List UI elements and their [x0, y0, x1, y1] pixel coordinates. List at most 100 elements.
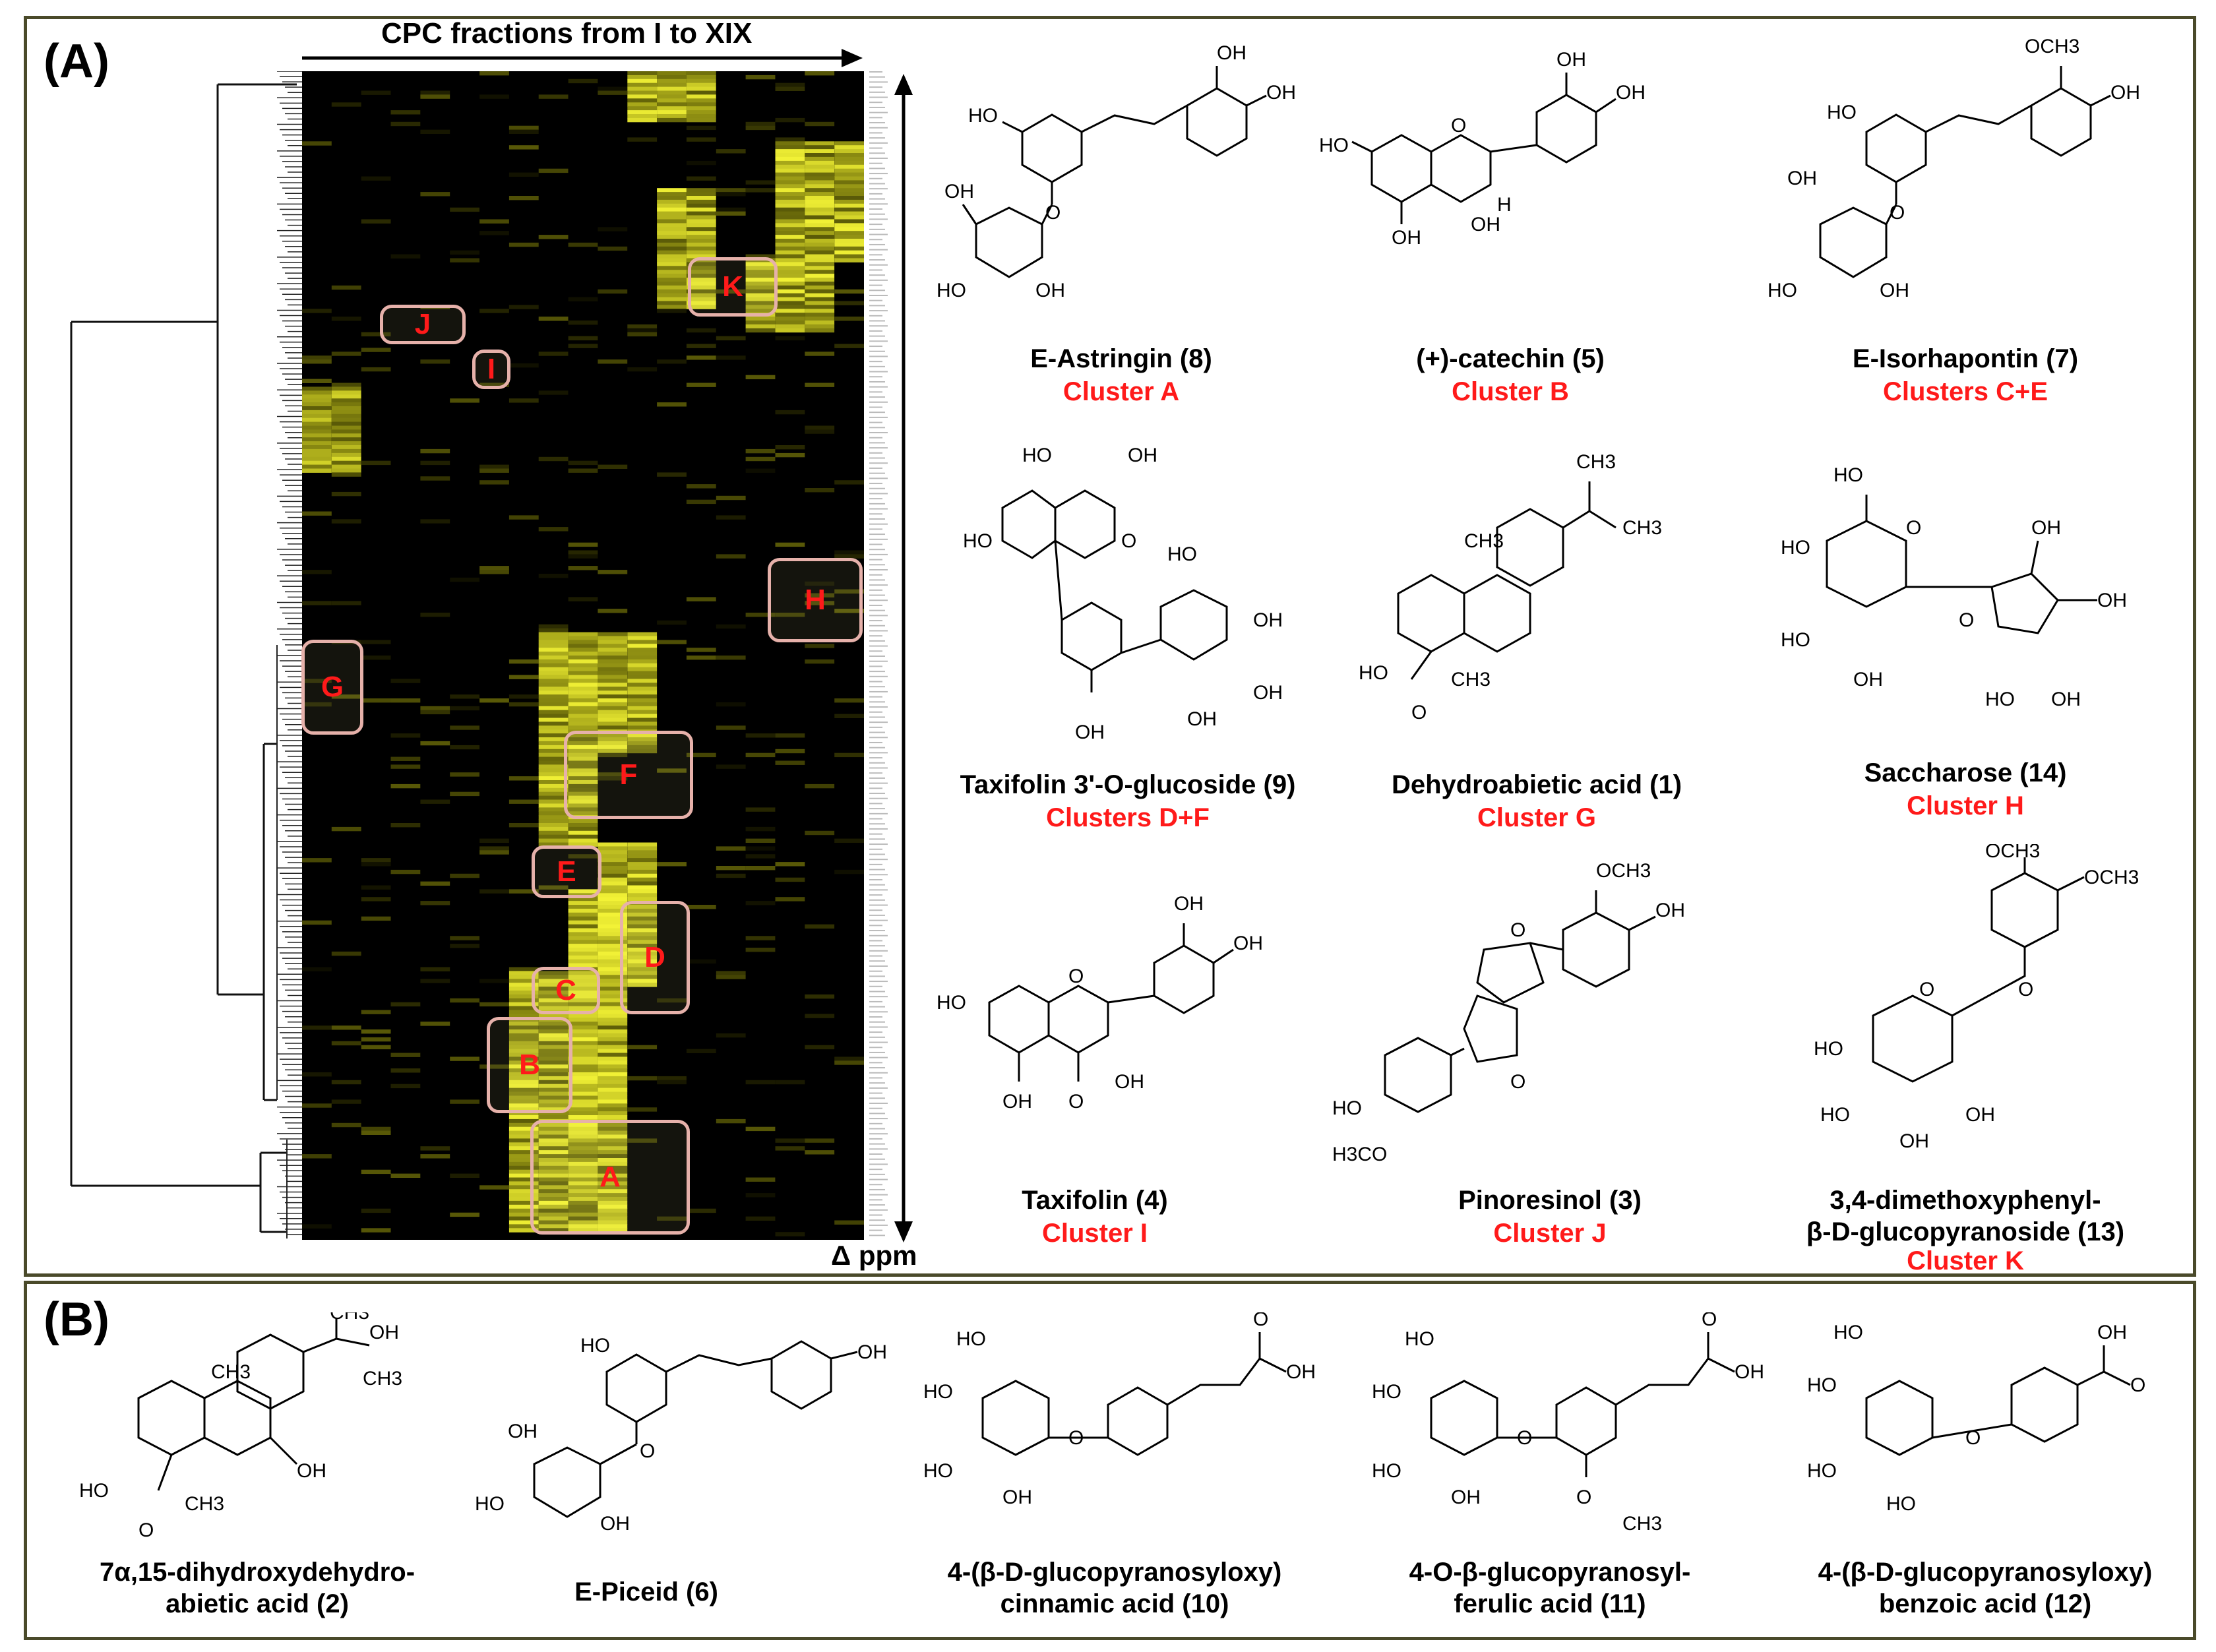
- ppm-arrow: [894, 74, 913, 1242]
- structure-dimethoxyphenyl-glucopyranoside: OCH3 OCH3 O O HO HO OH OH: [1814, 844, 2139, 1152]
- svg-text:OH: OH: [1002, 1486, 1032, 1508]
- compound-name-8: E-Astringin (8): [1030, 344, 1212, 373]
- svg-text:O: O: [1919, 979, 1934, 1000]
- compound-cluster-7: Clusters C+E: [1882, 377, 2048, 406]
- compound-name-1: Dehydroabietic acid (1): [1391, 770, 1682, 799]
- svg-text:O: O: [1890, 202, 1905, 224]
- svg-text:OH: OH: [1616, 82, 1646, 104]
- svg-text:OH: OH: [1115, 1071, 1144, 1093]
- svg-text:CH3: CH3: [330, 1312, 369, 1324]
- compound-cluster-4: Cluster I: [1041, 1219, 1148, 1248]
- svg-text:OH: OH: [1880, 280, 1909, 301]
- compound-name-10-line2: cinnamic acid (10): [1000, 1589, 1229, 1618]
- svg-text:HO: HO: [1022, 444, 1052, 466]
- panel-a-label: (A): [44, 35, 109, 88]
- svg-text:HO: HO: [1319, 135, 1349, 156]
- cluster-box-j[interactable]: J: [380, 305, 466, 344]
- structure-catechin: HO O OH OH H OH OH: [1319, 49, 1646, 249]
- svg-text:OCH3: OCH3: [1596, 860, 1651, 882]
- panel-b-label: (B): [44, 1293, 109, 1346]
- compound-name-5: (+)-catechin (5): [1416, 344, 1605, 373]
- svg-text:OH: OH: [1556, 49, 1586, 71]
- svg-text:OH: OH: [2051, 688, 2081, 710]
- svg-text:HO: HO: [1833, 464, 1863, 486]
- cluster-box-e[interactable]: E: [532, 845, 601, 898]
- svg-text:O: O: [1510, 919, 1525, 941]
- compound-cluster-3: Cluster J: [1493, 1219, 1607, 1248]
- cpc-fractions-label: CPC fractions from I to XIX: [381, 17, 753, 49]
- structure-dehydroabietic-acid: CH3 CH3 CH3 HO CH3 O: [1359, 451, 1662, 723]
- svg-text:OH: OH: [857, 1341, 887, 1363]
- cluster-box-k[interactable]: K: [688, 257, 778, 317]
- svg-text:CH3: CH3: [363, 1368, 402, 1390]
- cluster-box-c[interactable]: C: [532, 967, 600, 1014]
- svg-text:HO: HO: [580, 1335, 610, 1357]
- cluster-box-i[interactable]: I: [472, 350, 510, 389]
- svg-text:OCH3: OCH3: [2084, 867, 2139, 888]
- cluster-box-g[interactable]: G: [301, 640, 363, 735]
- svg-text:HO: HO: [1820, 1104, 1850, 1126]
- structure-e-piceid: HO OH O OH HO OH: [475, 1335, 887, 1535]
- svg-text:O: O: [1576, 1486, 1591, 1508]
- svg-text:HO: HO: [79, 1480, 109, 1502]
- svg-text:O: O: [1510, 1071, 1525, 1093]
- svg-text:CH3: CH3: [1622, 517, 1662, 539]
- compound-name-12: 4-(β-D-glucopyranosyloxy) benzoic acid (…: [1781, 1556, 2190, 1620]
- svg-text:OH: OH: [1174, 893, 1204, 915]
- svg-text:HO: HO: [475, 1493, 505, 1515]
- cluster-box-b[interactable]: B: [487, 1017, 572, 1113]
- structure-taxifolin: HO O OH OH OH OH O: [937, 893, 1263, 1113]
- ppm-tick-labels: [868, 71, 890, 1240]
- compound-cluster-13: Cluster K: [1907, 1246, 2024, 1275]
- svg-text:OH: OH: [600, 1513, 630, 1535]
- svg-text:OH: OH: [1735, 1361, 1764, 1383]
- cluster-box-f[interactable]: F: [564, 731, 693, 819]
- svg-text:OH: OH: [1899, 1130, 1929, 1152]
- svg-text:HO: HO: [1886, 1493, 1916, 1515]
- dendrogram: [70, 71, 303, 1239]
- svg-text:HO: HO: [956, 1328, 986, 1350]
- svg-text:HO: HO: [963, 530, 993, 552]
- svg-text:O: O: [2018, 979, 2033, 1000]
- svg-text:HO: HO: [1768, 280, 1797, 301]
- svg-text:OH: OH: [1002, 1091, 1032, 1113]
- compound-name-14: Saccharose (14): [1864, 758, 2067, 787]
- cluster-box-d[interactable]: D: [620, 901, 690, 1014]
- svg-text:HO: HO: [1833, 1322, 1863, 1343]
- svg-text:HO: HO: [1827, 102, 1857, 123]
- svg-text:O: O: [1068, 965, 1084, 987]
- svg-text:O: O: [1965, 1427, 1981, 1449]
- svg-text:HO: HO: [937, 280, 966, 301]
- structure-taxifolin-glucoside: HO OH HO O HO OH OH OH OH: [963, 444, 1283, 743]
- svg-text:O: O: [1517, 1427, 1532, 1449]
- cpc-arrow: [302, 49, 863, 67]
- svg-text:CH3: CH3: [1451, 669, 1491, 690]
- structure-saccharose: HO HO HO OH O O OH OH HO OH: [1781, 464, 2127, 710]
- svg-text:CH3: CH3: [1464, 530, 1504, 552]
- svg-text:OH: OH: [297, 1460, 326, 1482]
- svg-text:HO: HO: [1167, 543, 1197, 565]
- compound-name-11: 4-O-β-glucopyranosyl- ferulic acid (11): [1352, 1556, 1748, 1620]
- compound-name-10-line1: 4-(β-D-glucopyranosyloxy): [947, 1558, 1282, 1587]
- compound-cluster-8: Cluster A: [1062, 377, 1180, 406]
- svg-text:OCH3: OCH3: [1985, 844, 2040, 862]
- svg-text:OH: OH: [1451, 1486, 1481, 1508]
- svg-text:OH: OH: [1286, 1361, 1316, 1383]
- svg-text:HO: HO: [1359, 662, 1388, 684]
- compound-name-7: E-Isorhapontin (7): [1852, 344, 2079, 373]
- svg-text:OH: OH: [1853, 669, 1883, 690]
- svg-text:HO: HO: [937, 992, 966, 1014]
- svg-text:OH: OH: [944, 181, 974, 202]
- svg-text:H3CO: H3CO: [1332, 1144, 1387, 1165]
- cluster-box-a[interactable]: A: [530, 1120, 690, 1235]
- svg-text:O: O: [1411, 702, 1427, 723]
- compound-cluster-14: Cluster H: [1907, 791, 2024, 820]
- compound-name-12-line1: 4-(β-D-glucopyranosyloxy): [1818, 1558, 2153, 1587]
- svg-text:HO: HO: [968, 105, 998, 127]
- compound-name-2-line2: abietic acid (2): [166, 1589, 349, 1618]
- compound-cluster-5: Cluster B: [1452, 377, 1569, 406]
- structure-7a15-dihydroxydehydroabietic-acid: CH3 OH CH3 CH3 HO CH3 OH O: [79, 1312, 402, 1541]
- cluster-box-h[interactable]: H: [768, 558, 863, 642]
- heatmap: [302, 71, 864, 1240]
- svg-text:HO: HO: [1372, 1460, 1401, 1482]
